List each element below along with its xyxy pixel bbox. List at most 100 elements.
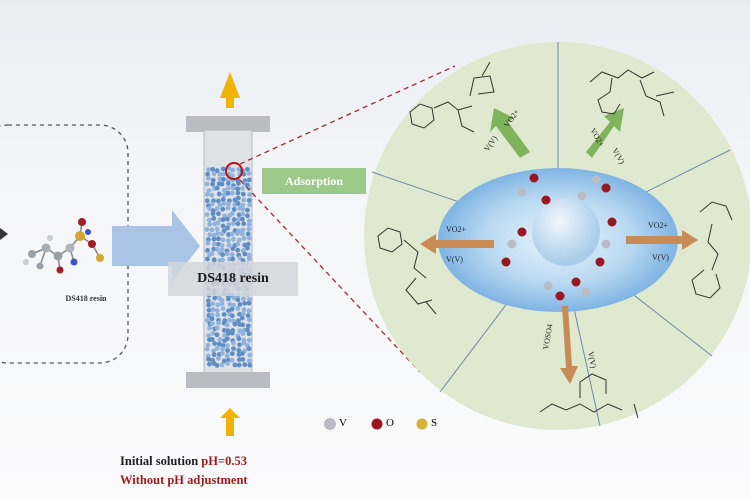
resin-bead: [532, 198, 600, 266]
resin-bead-dot: [210, 330, 216, 336]
resin-bead-dot: [240, 227, 246, 233]
resin-bead-dot: [206, 167, 211, 173]
resin-bead-dot: [207, 206, 212, 211]
resin-bead-dot: [235, 247, 241, 253]
resin-bead-dot: [210, 307, 216, 312]
resin-bead-dot: [246, 185, 252, 191]
resin-bead-dot: [214, 246, 220, 252]
resin-bead-dot: [246, 358, 252, 364]
resin-bead-dot: [227, 317, 232, 323]
resin-bead-dot: [242, 362, 248, 368]
vanadium-atom: [581, 287, 591, 297]
resin-bead-dot: [211, 215, 217, 221]
column-resin-beads: [204, 165, 253, 368]
resin-bead-dot: [241, 340, 247, 346]
legend-s-label: S: [431, 417, 438, 429]
resin-bead-dot: [222, 188, 227, 193]
resin-bead-dot: [225, 336, 230, 342]
resin-bead-dot: [241, 197, 247, 203]
resin-bead-dot: [210, 177, 216, 183]
resin-bead-dot: [207, 221, 212, 227]
vanadium-atom: [517, 187, 527, 197]
resin-bead-dot: [225, 190, 231, 196]
resin-bead-dot: [232, 321, 238, 327]
resin-bead-dot: [244, 166, 250, 172]
resin-bead-dot: [230, 246, 236, 252]
resin-bead-dot: [235, 221, 241, 227]
resin-bead-dot: [240, 322, 246, 328]
resin-bead-dot: [230, 167, 236, 173]
resin-bead-dot: [207, 232, 213, 238]
resin-bead-dot: [216, 341, 222, 347]
resin-bead-dot: [209, 321, 215, 327]
resin-bead-dot: [224, 251, 230, 257]
condition-prefix: Initial solution: [120, 454, 202, 468]
resin-bead-dot: [221, 171, 227, 177]
resin-bead-dot: [220, 197, 226, 202]
resin-bead-dot: [204, 227, 210, 232]
resin-bead-dot: [229, 313, 235, 319]
resin-bead-dot: [246, 226, 252, 232]
resin-bead-dot: [245, 213, 250, 219]
vanadium-atom: [507, 239, 517, 249]
resin-bead-dot: [209, 227, 215, 233]
resin-bead-dot: [246, 197, 252, 203]
resin-bead-dot: [229, 330, 235, 336]
resin-bead-dot: [217, 336, 223, 342]
resin-bead-dot: [219, 242, 225, 248]
resin-bead-dot: [224, 353, 230, 359]
resin-bead-dot: [231, 217, 237, 222]
resin-bead-dot: [245, 313, 251, 319]
resin-bead-dot: [224, 322, 230, 328]
resin-bead-dot: [246, 222, 252, 227]
resin-bead-dot: [231, 340, 236, 346]
resin-bead-dot: [209, 251, 215, 256]
resin-bead-dot: [225, 360, 231, 366]
legend-dot-v: [324, 418, 336, 430]
resin-bead-dot: [216, 211, 221, 217]
legend-dot-s: [416, 418, 428, 430]
resin-bead-dot: [216, 355, 221, 361]
resin-bead-dot: [217, 202, 223, 208]
resin-bead-dot: [239, 315, 245, 321]
resin-bead-dot: [207, 361, 212, 367]
resin-bead-dot: [236, 180, 241, 186]
svg-text:VOSO4: VOSO4: [541, 323, 554, 350]
resin-bead-dot: [214, 325, 220, 331]
resin-bead-dot: [235, 190, 241, 196]
resin-bead-dot: [214, 226, 220, 232]
resin-bead-dot: [229, 357, 235, 363]
resin-bead-dot: [204, 212, 210, 218]
resin-bead-dot: [236, 362, 242, 368]
resin-bead-dot: [232, 362, 238, 368]
resin-bead-dot: [225, 180, 231, 186]
resin-bead-dot: [226, 232, 231, 237]
resin-bead-dot: [241, 221, 247, 227]
resin-bead-dot: [211, 232, 217, 238]
resin-bead-dot: [226, 185, 231, 191]
resin-bead-dot: [221, 358, 227, 364]
resin-bead-dot: [211, 348, 216, 354]
resin-bead-dot: [217, 176, 223, 182]
resin-bead-dot: [206, 188, 212, 194]
resin-bead-dot: [220, 166, 226, 172]
resin-bead-dot: [219, 247, 225, 252]
resin-bead-dot: [225, 205, 231, 211]
resin-bead-dot: [204, 346, 210, 352]
resin-bead-dot: [240, 191, 246, 197]
resin-bead-dot: [215, 236, 221, 242]
resin-bead-dot: [230, 256, 236, 262]
resin-bead-dot: [246, 317, 252, 323]
resin-bead-dot: [214, 308, 220, 314]
resin-bead-dot: [225, 225, 230, 231]
resin-bead-dot: [241, 235, 247, 241]
vanadium-atom: [601, 239, 611, 249]
resin-bead-dot: [247, 192, 253, 197]
resin-bead-dot: [220, 237, 226, 243]
resin-bead-dot: [246, 171, 252, 176]
resin-bead-dot: [215, 230, 221, 236]
resin-bead-dot: [235, 186, 241, 192]
resin-bead-dot: [236, 212, 242, 218]
vanadium-atom: [577, 191, 587, 201]
